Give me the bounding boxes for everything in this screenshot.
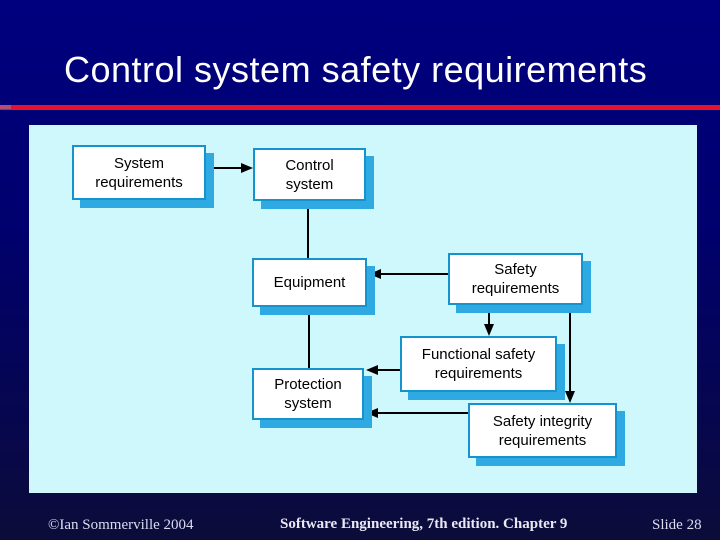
title-divider-line — [0, 105, 720, 110]
title-divider-accent — [0, 105, 11, 109]
edge-system-to-control-line — [208, 167, 243, 169]
edge-control-to-equipment-line — [307, 201, 309, 258]
edge-functional-to-protection-arrowhead — [366, 365, 378, 375]
footer-book-reference: Software Engineering, 7th edition. Chapt… — [280, 516, 568, 532]
node-safety-requirements: Safety requirements — [448, 253, 583, 305]
diagram-panel: System requirements Control system Equip… — [29, 125, 697, 493]
edge-safety-to-integrity-line — [569, 305, 571, 392]
footer-copyright: ©Ian Sommerville 2004 — [48, 517, 194, 533]
edge-safety-to-functional-line — [488, 305, 490, 326]
node-safety-integrity-requirements: Safety integrity requirements — [468, 403, 617, 458]
edge-safety-to-equipment-line — [380, 273, 448, 275]
node-functional-safety-requirements: Functional safety requirements — [400, 336, 557, 392]
edge-integrity-to-protection-arrowhead — [366, 408, 378, 418]
slide-title: Control system safety requirements — [64, 49, 648, 90]
node-control-system: Control system — [253, 148, 366, 201]
node-protection-system: Protection system — [252, 368, 364, 420]
edge-integrity-to-protection-line — [377, 412, 468, 414]
edge-safety-to-functional-arrowhead — [484, 324, 494, 336]
edge-safety-to-equipment-arrowhead — [369, 269, 381, 279]
edge-equipment-to-protection-line — [308, 307, 310, 368]
edge-functional-to-protection-line — [377, 369, 400, 371]
node-system-requirements: System requirements — [72, 145, 206, 200]
edge-safety-to-integrity-arrowhead — [565, 391, 575, 403]
node-equipment: Equipment — [252, 258, 367, 307]
edge-system-to-control-arrowhead — [241, 163, 253, 173]
footer-slide-number: Slide 28 — [652, 517, 702, 533]
